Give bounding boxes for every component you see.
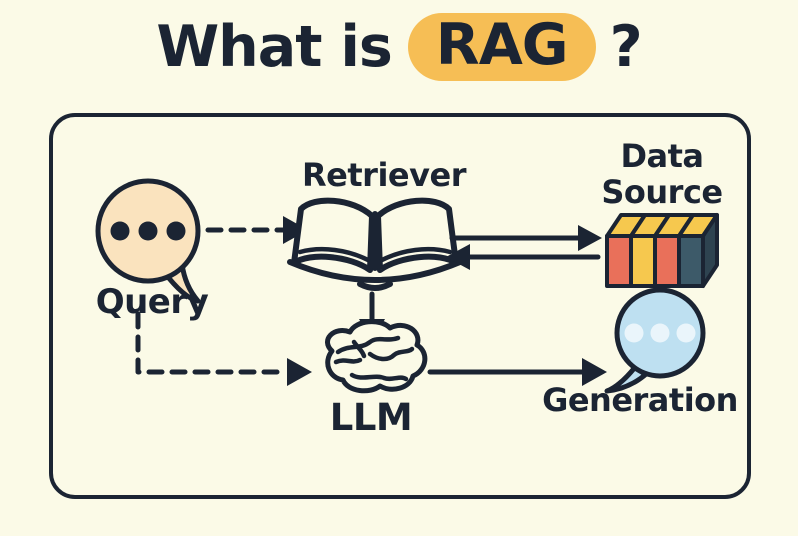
- open-book-icon: [287, 197, 463, 291]
- retriever-label: Retriever: [302, 156, 466, 194]
- edge-retriever-datasource: [446, 225, 602, 270]
- generation-label: Generation: [542, 381, 738, 419]
- data-source-label: Data Source: [601, 137, 723, 211]
- edge-query-llm: [135, 311, 312, 386]
- book-row-icon: [605, 213, 719, 288]
- data-source-label-line2: Source: [601, 173, 723, 211]
- diagram-frame: [49, 113, 751, 499]
- edge-query-retriever: [205, 216, 308, 244]
- brain-icon: [325, 319, 428, 394]
- speech-bubble-dots-icon: [604, 287, 706, 394]
- page-title: What is RAG ?: [0, 4, 798, 90]
- speech-bubble-dots-icon: [95, 178, 201, 304]
- title-prefix: What is: [156, 14, 392, 80]
- data-source-label-line1: Data: [620, 137, 704, 175]
- edge-llm-generation: [427, 358, 607, 386]
- rag-highlight-pill: RAG: [407, 12, 596, 82]
- llm-label: LLM: [329, 396, 413, 439]
- title-question-mark: ?: [609, 14, 643, 80]
- query-label: Query: [95, 282, 209, 322]
